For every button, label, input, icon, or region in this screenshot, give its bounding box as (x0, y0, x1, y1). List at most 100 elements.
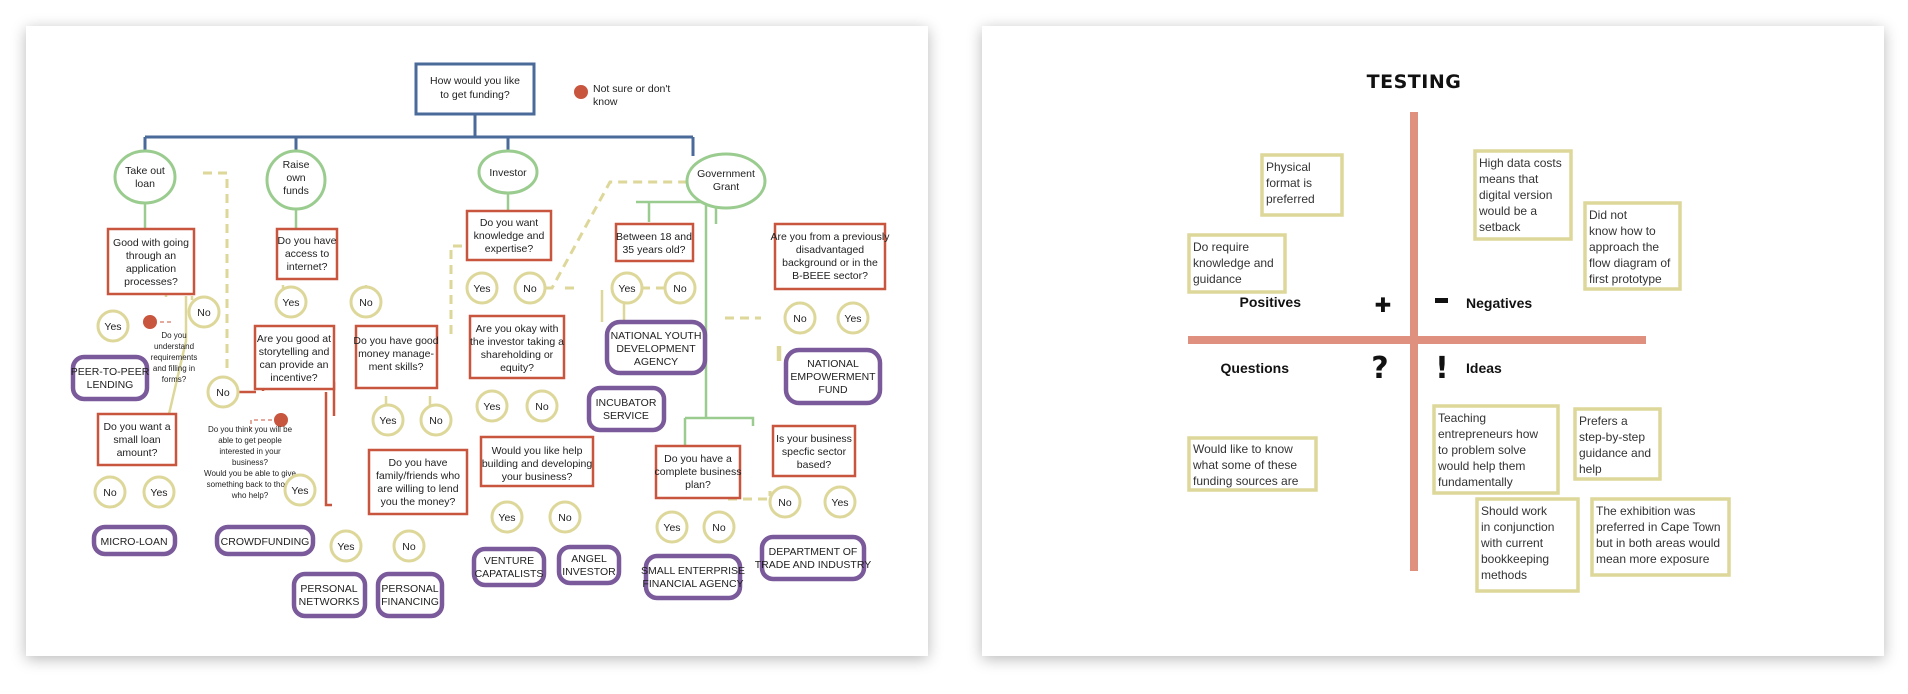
answer-no-family: No (392, 529, 426, 563)
hint-people-line: Would you be able to give (204, 469, 296, 478)
svg-text:No: No (429, 415, 443, 427)
question-help-building-line: Would you like help (492, 445, 583, 457)
question-disadvantaged-line: background or in the (782, 257, 878, 269)
answer-no-internet: No (349, 285, 383, 319)
question-disadvantaged-line: Are you from a previously (770, 231, 890, 243)
outcome-venture-box (471, 546, 547, 588)
outcome-crowdfunding-box (214, 524, 316, 557)
not-sure-dot (574, 85, 588, 99)
outcome-angel-line: INVESTOR (562, 566, 616, 578)
question-internet-line: Do you have (278, 235, 337, 247)
question-age-box (614, 222, 695, 263)
hint-requirements-line: forms? (162, 375, 187, 384)
question-application-line: application (126, 263, 176, 275)
note-bookkeeping (1475, 497, 1580, 593)
question-family-line: Do you have (389, 457, 448, 469)
svg-text:No: No (402, 541, 416, 553)
branch-investor-label: Investor (489, 167, 527, 179)
answer-yes-age: Yes (610, 271, 644, 305)
answer-yes-storytelling: Yes (283, 473, 317, 507)
question-storytelling-line: storytelling and (259, 346, 330, 358)
question-knowledge-line: knowledge and (474, 230, 545, 242)
svg-text:No: No (359, 297, 373, 309)
outcome-p2p-line: LENDING (87, 379, 134, 391)
answer-no-business-plan: No (702, 510, 736, 544)
question-business-plan-line: Do you have a (664, 453, 732, 465)
question-business-plan-line: plan? (685, 479, 711, 491)
hint-people-line: able to get people (218, 436, 282, 445)
answer-yes-loan: Yes (96, 309, 130, 343)
question-help-building-line: building and developing (482, 458, 593, 470)
question-business-plan-line: complete business (655, 466, 742, 478)
answer-no-shareholding: No (525, 389, 559, 423)
outcome-p2p-line: PEER-TO-PEER (71, 366, 150, 378)
testing-title: TESTING (1367, 71, 1462, 93)
outcome-dti-box (759, 534, 867, 582)
hint-people-line: something back to those (207, 480, 294, 489)
svg-text:No: No (535, 401, 549, 413)
question-storytelling-line: incentive? (270, 372, 317, 384)
svg-text:Yes: Yes (337, 541, 354, 553)
answer-yes-knowledge: Yes (465, 271, 499, 305)
question-family-line: you the money? (381, 496, 456, 508)
question-money-skills-line: Do you have good (353, 335, 438, 347)
svg-text:No: No (793, 313, 807, 325)
question-storytelling-box (253, 324, 336, 391)
dashed-connector (203, 171, 772, 501)
question-sector-line: Is your business (776, 433, 852, 445)
question-small-loan-box (96, 412, 178, 467)
question-knowledge-line: expertise? (485, 243, 534, 255)
answer-no-loan: No (187, 295, 221, 329)
connector (143, 114, 695, 156)
svg-text:Yes: Yes (291, 485, 308, 497)
svg-text:No: No (712, 522, 726, 534)
question-money-skills-box (354, 324, 439, 390)
svg-text:No: No (523, 283, 537, 295)
note-teaching (1432, 404, 1560, 495)
outcome-dti-line: TRADE AND INDUSTRY (755, 559, 872, 571)
question-help-building-line: your business? (502, 471, 573, 483)
hint-people-line: interested in your (219, 447, 281, 456)
answer-yes-sector: Yes (823, 485, 857, 519)
outcome-nef-line: NATIONAL (807, 358, 859, 370)
svg-text:Yes: Yes (150, 487, 167, 499)
outcome-nef-line: FUND (818, 384, 848, 396)
question-small-loan-line: Do you want a (103, 421, 170, 433)
question-money-skills-line: money manage- (358, 348, 434, 360)
question-application-line: through an (126, 250, 176, 262)
quadrant-positives-label: Positives (1240, 294, 1302, 310)
not-sure-legend-line: know (593, 96, 618, 108)
outcome-nyda-line: AGENCY (634, 356, 678, 368)
note-step-by-step (1573, 407, 1662, 481)
outcome-microloan-line: MICRO-LOAN (100, 536, 167, 548)
note-data-costs (1473, 149, 1573, 241)
outcome-personal-networks-line: NETWORKS (299, 596, 360, 608)
start-question-line: to get funding? (440, 89, 510, 101)
branch-own-funds-label: funds (283, 185, 309, 197)
hint-people-line: who help? (231, 491, 269, 500)
question-internet-line: access to (285, 248, 330, 260)
svg-text:Yes: Yes (473, 283, 490, 295)
outcome-sefa-box (643, 553, 743, 601)
svg-text:Yes: Yes (663, 522, 680, 534)
outcome-venture-line: CAPATALISTS (475, 568, 544, 580)
hint-requirements-line: Do you (161, 331, 186, 340)
answer-no-help-building: No (548, 500, 582, 534)
outcome-nef-box (783, 347, 883, 406)
